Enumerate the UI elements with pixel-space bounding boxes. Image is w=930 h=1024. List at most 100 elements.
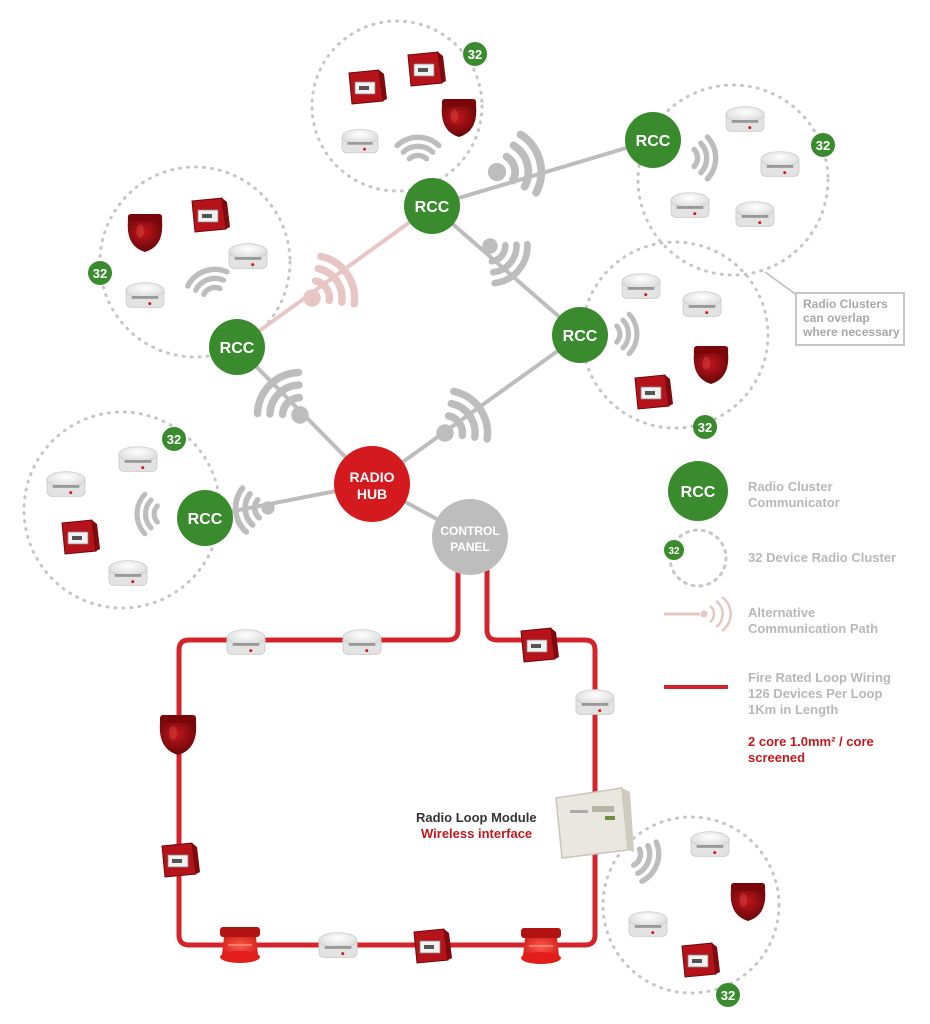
module-subtitle: Wireless interface [421,826,532,841]
upper-right-detector-4 [735,201,775,227]
cluster-badge-top: 32 [463,42,487,66]
legend-alt-path-line-2: Communication Path [748,621,878,636]
cluster-badge-upper-left: 32 [88,261,112,285]
rcc-node-upper-left-label: RCC [220,340,255,357]
radio-loop-module: Radio Loop Module Wireless interface [416,787,634,859]
cluster-badge-bottom-right: 32 [716,983,740,1007]
wave-top-right-rcc-link [482,238,531,287]
field-devices [46,51,800,978]
legend-cluster-badge-label: 32 [668,546,680,557]
legend-cable-spec-line-2: screened [748,750,805,765]
upper-right-detector-1 [725,106,765,132]
legend-rcc-icon-label: RCC [681,484,716,501]
legend-alt-path-wave-3 [721,595,732,633]
wave-hub-upper-left [253,368,309,424]
legend-loop-wiring-line-1: Fire Rated Loop Wiring [748,670,891,685]
rcc-node-left: RCC [177,490,233,546]
loop-detector-2 [342,629,382,655]
top-callpoint-1 [348,69,387,105]
cluster-badge-upper-right-label: 32 [816,138,830,153]
rcc-node-upper-left: RCC [209,319,265,375]
overlap-callout: Radio Clusters can overlap where necessa… [764,271,905,346]
cluster-badge-upper-left-label: 32 [93,266,107,281]
radio-waves [134,130,719,884]
loop-detector-4 [318,932,358,958]
legend-alt-path-wave-2 [715,599,724,629]
wave-left-cluster [134,491,160,537]
network-nodes: RCCRCCRCCRCCRCC323232323232RADIOHUBCONTR… [88,42,835,1007]
legend-rcc: RCC Radio Cluster Communicator [668,461,840,521]
legend-loop-wiring: Fire Rated Loop Wiring 126 Devices Per L… [664,670,891,765]
cluster-badge-left-label: 32 [167,432,181,447]
radio-loop-module-box [555,787,634,859]
legend-rcc-line-1: Radio Cluster [748,479,833,494]
left-callpoint-1 [61,519,100,555]
legend-alt-path-dot [700,610,708,618]
callout-line-2: can overlap [803,311,870,325]
radio-clusters [22,19,830,995]
loop-beacon-2 [521,928,561,964]
callout-box [795,292,905,346]
bottom-right-detector-2 [628,911,668,937]
loop-callpoint-2 [161,842,200,878]
legend-cable-spec-line-1: 2 core 1.0mm² / core [748,734,874,749]
cluster-badge-right: 32 [693,415,717,439]
cluster-badge-right-label: 32 [698,420,712,435]
bottom-right-sounder-1 [730,883,766,921]
upper-left-callpoint-1 [191,197,230,233]
bottom-right-detector-1 [690,831,730,857]
wave-top-right [487,130,546,197]
legend-cluster-badge [664,540,684,560]
right-detector-2 [682,291,722,317]
bottom-right-callpoint-1 [681,942,720,978]
top-sounder-1 [441,99,477,137]
legend-alt-path-wave-1 [709,605,716,623]
wave-module-cluster [631,839,662,884]
wave-hub-right [436,387,492,443]
wave-upper-left-cluster [185,266,230,297]
upper-left-detector-2 [125,282,165,308]
legend-alt-path: Alternative Communication Path [664,595,878,636]
rcc-node-right-label: RCC [563,328,598,345]
upper-right-detector-3 [670,192,710,218]
rcc-node-top-label: RCC [415,199,450,216]
upper-left-detector-1 [228,243,268,269]
control-panel-node: CONTROL PANEL [432,499,508,575]
loop-detector-3 [575,689,615,715]
callout-line-1: Radio Clusters [803,297,888,311]
rcc-node-upper-right-label: RCC [636,133,671,150]
left-detector-1 [118,446,158,472]
loop-callpoint-3 [413,928,452,964]
radio-hub-label-1: RADIO [349,469,394,485]
loop-cable [176,570,598,948]
top-callpoint-2 [407,51,446,87]
rcc-node-top: RCC [404,178,460,234]
cluster-ring-bottom-right [601,815,781,995]
cluster-ring-right [580,240,770,430]
module-title: Radio Loop Module [416,810,537,825]
legend-loop-wiring-line-2: 126 Devices Per Loop [748,686,882,701]
cluster-badge-top-label: 32 [468,47,482,62]
loop-beacon-1 [220,927,260,963]
wave-top-cluster [394,134,442,162]
control-panel-label-1: CONTROL [440,524,499,538]
legend-alt-path-line-1: Alternative [748,605,815,620]
control-panel-label-2: PANEL [450,540,490,554]
radio-hub-label-2: HUB [357,486,387,502]
cluster-badge-bottom-right-label: 32 [721,988,735,1003]
legend-cluster-line-1: 32 Device Radio Cluster [748,550,896,565]
left-detector-2 [46,471,86,497]
legend-cluster: 32 32 Device Radio Cluster [664,528,896,588]
fire-loop-wiring [176,570,598,948]
cluster-ring-top [310,19,484,193]
loop-sounder-1 [159,715,197,755]
legend-rcc-line-2: Communicator [748,495,840,510]
right-sounder-1 [693,346,729,384]
loop-detector-1 [226,629,266,655]
legend-loop-wiring-line-3: 1Km in Length [748,702,838,717]
legend-rcc-icon [668,461,728,521]
cluster-ring-upper-right [636,83,830,277]
wave-upper-right-cluster [691,134,719,182]
top-detector-1 [341,128,379,154]
